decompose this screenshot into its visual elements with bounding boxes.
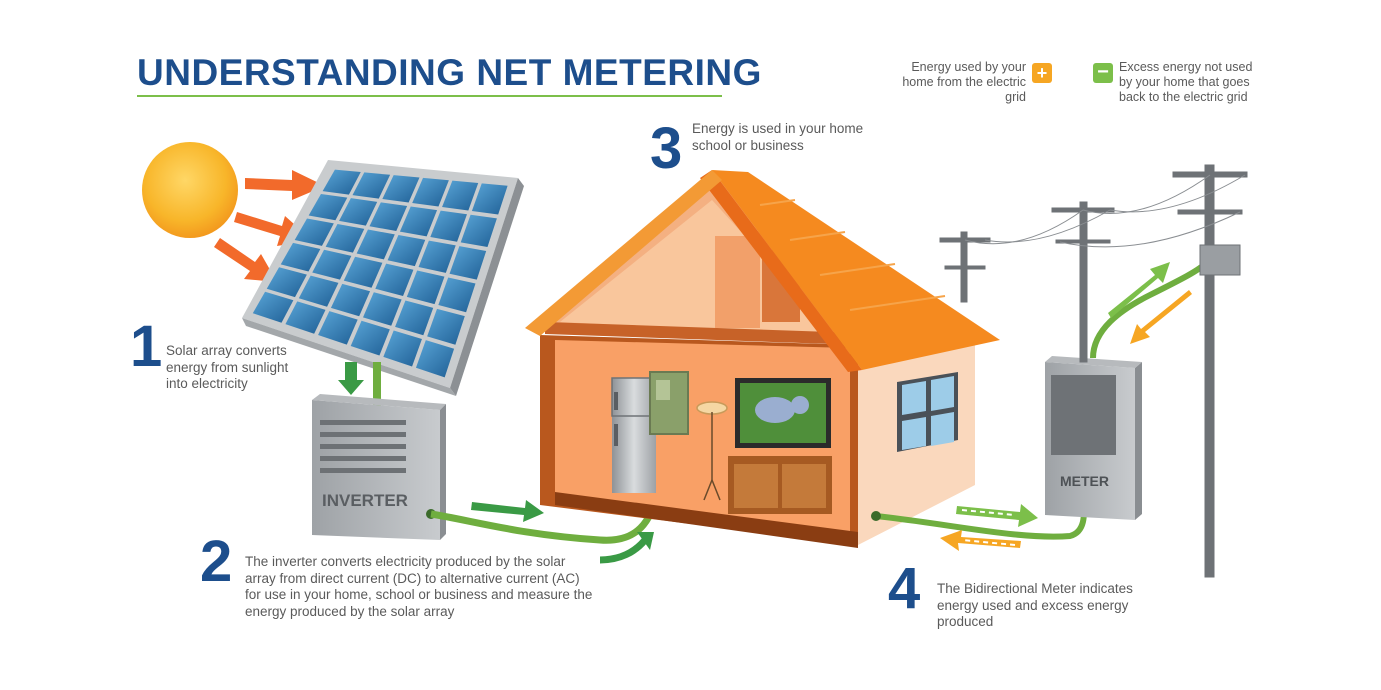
refrigerator <box>611 377 657 493</box>
solar-cell <box>412 177 449 207</box>
solar-cell <box>350 320 390 356</box>
solar-cell <box>356 229 395 260</box>
solar-cell <box>375 263 414 296</box>
solar-cell <box>294 218 334 246</box>
minus-icon: − <box>1093 62 1113 83</box>
solar-cell <box>252 291 294 323</box>
power-lines <box>964 174 1246 248</box>
solar-cell <box>460 214 497 248</box>
solar-cell <box>330 283 371 317</box>
solar-panel <box>242 160 524 396</box>
solar-cell <box>298 275 339 307</box>
solar-cell <box>352 172 391 199</box>
solar-cell <box>280 242 321 272</box>
meter-box: METER <box>1045 356 1142 520</box>
grid-export-arrow <box>1108 262 1170 318</box>
grid-import-arrow <box>1130 290 1192 344</box>
solar-cell <box>308 194 348 221</box>
import-arrow <box>940 530 1021 551</box>
step-3-text: Energy is used in your home school or bu… <box>692 121 864 153</box>
solar-cells <box>252 169 508 378</box>
step-1-number: 1 <box>130 314 163 379</box>
solar-cell <box>266 267 307 298</box>
solar-cell <box>343 256 383 288</box>
solar-cell <box>399 206 438 237</box>
solar-cell <box>362 292 402 326</box>
title-underline <box>137 95 722 97</box>
sun-icon <box>142 142 238 238</box>
solar-cell <box>325 223 365 253</box>
flow-arrow-2 <box>599 537 648 564</box>
floor-lamp <box>696 401 728 501</box>
export-arrow <box>956 504 1038 527</box>
step-2-text: The inverter converts electricity produc… <box>245 554 593 619</box>
step-3-number: 3 <box>650 116 683 181</box>
flow-arrow-1 <box>471 500 544 522</box>
television <box>735 378 831 448</box>
panel-cable <box>373 362 381 412</box>
house-meter-cable <box>875 499 1087 540</box>
solar-cell <box>415 340 455 378</box>
solar-cell <box>312 249 352 280</box>
solar-cell <box>442 180 479 211</box>
solar-cell <box>427 308 465 345</box>
solar-cell <box>369 202 408 231</box>
solar-cell <box>382 175 420 203</box>
solar-cell <box>449 246 487 280</box>
inverter-label: INVERTER <box>322 491 408 510</box>
solar-cell <box>322 169 361 195</box>
solar-cell <box>285 301 326 334</box>
solar-cell <box>387 235 426 267</box>
solar-cell <box>418 240 456 273</box>
house <box>525 170 1000 548</box>
legend-excess-energy-text: Excess energy not used by your home that… <box>1119 60 1253 104</box>
meter-label: METER <box>1060 473 1109 489</box>
solar-cell <box>383 330 422 367</box>
step-2-number: 2 <box>200 529 233 594</box>
legend-grid-energy-text: Energy used by your home from the electr… <box>902 60 1026 104</box>
solar-cell <box>395 300 434 336</box>
meter-pole-cable <box>1090 259 1210 359</box>
solar-cell <box>318 311 358 345</box>
plus-icon: + <box>1032 63 1052 83</box>
solar-cell <box>406 270 445 305</box>
tv-cabinet <box>728 456 832 514</box>
step-4-text: The Bidirectional Meter indicates energy… <box>937 581 1133 629</box>
solar-cell <box>471 183 508 215</box>
solar-cell <box>438 277 476 313</box>
down-arrow <box>338 362 364 395</box>
solar-cell <box>430 210 467 242</box>
step-4-number: 4 <box>888 556 921 621</box>
inverter-box: INVERTER <box>312 394 446 540</box>
solar-cell <box>339 198 378 226</box>
step-1-text: Solar array converts energy from sunligh… <box>166 343 289 391</box>
page-title: UNDERSTANDING NET METERING <box>137 52 762 93</box>
